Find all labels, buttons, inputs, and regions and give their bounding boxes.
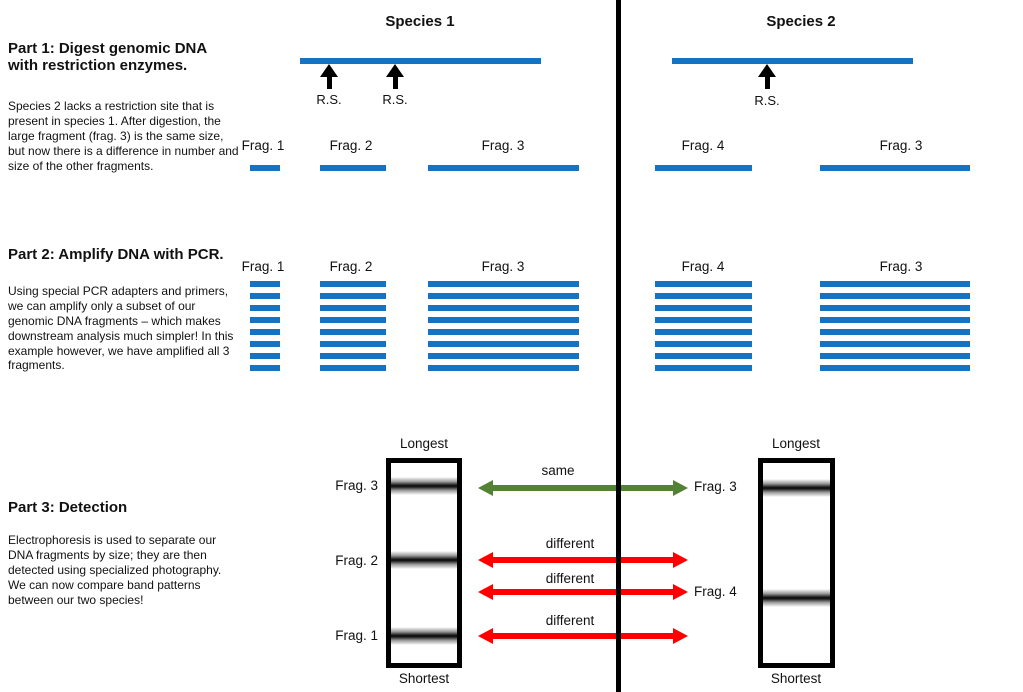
dna-copy-bar (320, 365, 386, 371)
comparison-label: different (545, 613, 595, 628)
pcr-amplified-stack-frag3 (428, 281, 579, 371)
dna-copy-bar (655, 293, 752, 299)
species1-genomic-dna-bar (300, 58, 541, 64)
frag-label: Frag. 2 (329, 138, 373, 153)
part2-body: Using special PCR adapters and primers, … (8, 284, 234, 373)
gel-band (391, 477, 457, 495)
dna-copy-bar (655, 317, 752, 323)
dna-copy-bar (820, 329, 970, 335)
frag-label: Frag. 3 (879, 259, 923, 274)
dna-copy-bar (655, 341, 752, 347)
dna-copy-bar (428, 365, 579, 371)
different-double-arrow-icon (478, 584, 688, 600)
gel-band (763, 589, 830, 607)
dna-copy-bar (820, 293, 970, 299)
pcr-amplified-stack-frag2 (320, 281, 386, 371)
restriction-site-arrow-icon (758, 64, 776, 89)
part1-heading: Part 1: Digest genomic DNA with restrict… (8, 40, 207, 75)
dna-copy-bar (428, 317, 579, 323)
fragment-bar (250, 165, 280, 171)
dna-copy-bar (250, 365, 280, 371)
fragment-bar (428, 165, 579, 171)
comparison-label: different (545, 571, 595, 586)
rs-label: R.S. (316, 92, 342, 107)
dna-copy-bar (428, 281, 579, 287)
dna-copy-bar (820, 305, 970, 311)
part3-body: Electrophoresis is used to separate our … (8, 533, 222, 607)
band-label: Frag. 3 (694, 479, 737, 494)
dna-copy-bar (655, 353, 752, 359)
frag-label: Frag. 2 (329, 259, 373, 274)
frag-label: Frag. 3 (481, 259, 525, 274)
dna-copy-bar (250, 281, 280, 287)
fragment-bar (320, 165, 386, 171)
band-label: Frag. 2 (335, 553, 378, 568)
dna-copy-bar (820, 317, 970, 323)
frag-label: Frag. 4 (681, 138, 725, 153)
dna-copy-bar (320, 341, 386, 347)
species-divider-line (616, 0, 621, 692)
dna-copy-bar (250, 317, 280, 323)
dna-copy-bar (655, 365, 752, 371)
dna-copy-bar (250, 341, 280, 347)
band-label: Frag. 4 (694, 584, 737, 599)
dna-copy-bar (320, 293, 386, 299)
gel1-shortest-label: Shortest (398, 671, 450, 686)
dna-copy-bar (250, 329, 280, 335)
rs-label: R.S. (754, 93, 780, 108)
comparison-label: different (545, 536, 595, 551)
dna-copy-bar (250, 293, 280, 299)
pcr-amplified-stack-frag4 (655, 281, 752, 371)
pcr-amplified-stack-frag1 (250, 281, 280, 371)
dna-copy-bar (250, 353, 280, 359)
dna-copy-bar (820, 281, 970, 287)
dna-copy-bar (428, 329, 579, 335)
fragment-bar (820, 165, 970, 171)
gel-band (391, 627, 457, 645)
dna-copy-bar (428, 353, 579, 359)
gel2-shortest-label: Shortest (770, 671, 822, 686)
different-double-arrow-icon (478, 628, 688, 644)
dna-copy-bar (655, 305, 752, 311)
dna-copy-bar (655, 329, 752, 335)
dna-copy-bar (320, 353, 386, 359)
part1-body: Species 2 lacks a restriction site that … (8, 99, 239, 173)
frag-label: Frag. 4 (681, 259, 725, 274)
dna-copy-bar (820, 365, 970, 371)
gel2-longest-label: Longest (771, 436, 821, 451)
band-label: Frag. 3 (335, 478, 378, 493)
part3-heading: Part 3: Detection (8, 499, 128, 516)
dna-copy-bar (428, 293, 579, 299)
frag-label: Frag. 3 (879, 138, 923, 153)
species2-title: Species 2 (766, 13, 836, 30)
gel1-longest-label: Longest (399, 436, 449, 451)
dna-copy-bar (428, 305, 579, 311)
rs-label: R.S. (382, 92, 408, 107)
gel-band (391, 551, 457, 569)
fragment-bar (655, 165, 752, 171)
dna-copy-bar (320, 281, 386, 287)
frag-label: Frag. 1 (241, 259, 285, 274)
band-label: Frag. 1 (335, 628, 378, 643)
dna-copy-bar (250, 305, 280, 311)
different-double-arrow-icon (478, 552, 688, 568)
same-double-arrow-icon (478, 480, 688, 496)
part2-heading: Part 2: Amplify DNA with PCR. (8, 246, 224, 263)
gel-band (763, 479, 830, 497)
restriction-site-arrow-icon (386, 64, 404, 89)
comparison-label: same (541, 463, 575, 478)
dna-copy-bar (655, 281, 752, 287)
species2-genomic-dna-bar (672, 58, 913, 64)
dna-copy-bar (320, 305, 386, 311)
dna-copy-bar (320, 317, 386, 323)
species1-title: Species 1 (385, 13, 455, 30)
frag-label: Frag. 3 (481, 138, 525, 153)
dna-copy-bar (820, 341, 970, 347)
dna-copy-bar (820, 353, 970, 359)
dna-copy-bar (428, 341, 579, 347)
restriction-site-arrow-icon (320, 64, 338, 89)
pcr-amplified-stack-frag3-sp2 (820, 281, 970, 371)
frag-label: Frag. 1 (241, 138, 285, 153)
dna-copy-bar (320, 329, 386, 335)
